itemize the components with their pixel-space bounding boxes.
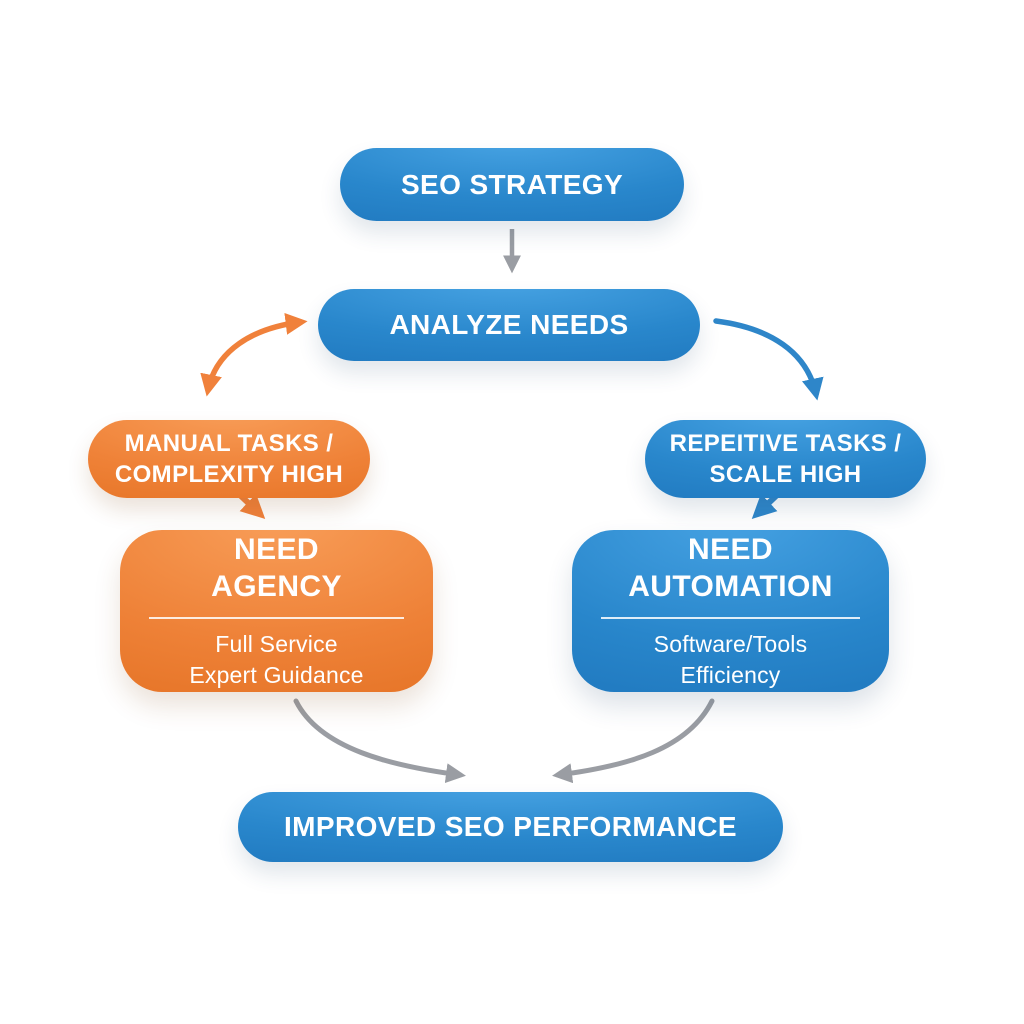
arrow-analyze-to-manual-double (200, 312, 308, 397)
arrow-agency-to-improved (293, 698, 466, 784)
node-improved-seo-performance: IMPROVED SEO PERFORMANCE (238, 792, 783, 862)
node-need-automation-title-line2: AUTOMATION (628, 570, 833, 604)
need-agency-divider (149, 616, 404, 619)
node-need-automation-detail-line1: Software/Tools (653, 630, 808, 657)
node-need-agency-detail-line2: Expert Guidance (189, 662, 364, 688)
node-improved-seo-performance-label: IMPROVED SEO PERFORMANCE (284, 811, 737, 843)
node-need-automation-detail-line2: Efficiency (680, 662, 781, 688)
node-need-agency-detail-line1: Full Service (215, 630, 338, 657)
need-automation-divider (601, 616, 860, 619)
node-repetitive-tasks: REPEITIVE TASKS / SCALE HIGH (645, 420, 926, 498)
node-need-agency: NEED AGENCY Full Service Expert Guidance (120, 530, 433, 692)
node-repetitive-tasks-line2: SCALE HIGH (709, 461, 862, 488)
node-analyze-needs: ANALYZE NEEDS (318, 289, 700, 361)
node-manual-tasks-line1: MANUAL TASKS / (124, 429, 334, 457)
arrow-repetitive-to-automation (751, 493, 779, 519)
arrow-analyze-to-repetitive (713, 318, 824, 401)
node-need-automation-title-line1: NEED (688, 532, 773, 566)
node-need-agency-title-line1: NEED (234, 532, 319, 566)
node-repetitive-tasks-line1: REPEITIVE TASKS / (669, 429, 902, 457)
node-need-automation: NEED AUTOMATION Software/Tools Efficienc… (572, 530, 889, 692)
node-analyze-needs-label: ANALYZE NEEDS (389, 309, 629, 341)
node-seo-strategy: SEO STRATEGY (340, 148, 684, 221)
node-need-agency-title-line2: AGENCY (211, 570, 342, 604)
node-manual-tasks-line2: COMPLEXITY HIGH (114, 461, 344, 488)
arrow-manual-to-agency (238, 493, 266, 519)
node-seo-strategy-label: SEO STRATEGY (400, 168, 624, 200)
arrow-automation-to-improved (552, 698, 715, 784)
node-manual-tasks: MANUAL TASKS / COMPLEXITY HIGH (88, 420, 370, 498)
